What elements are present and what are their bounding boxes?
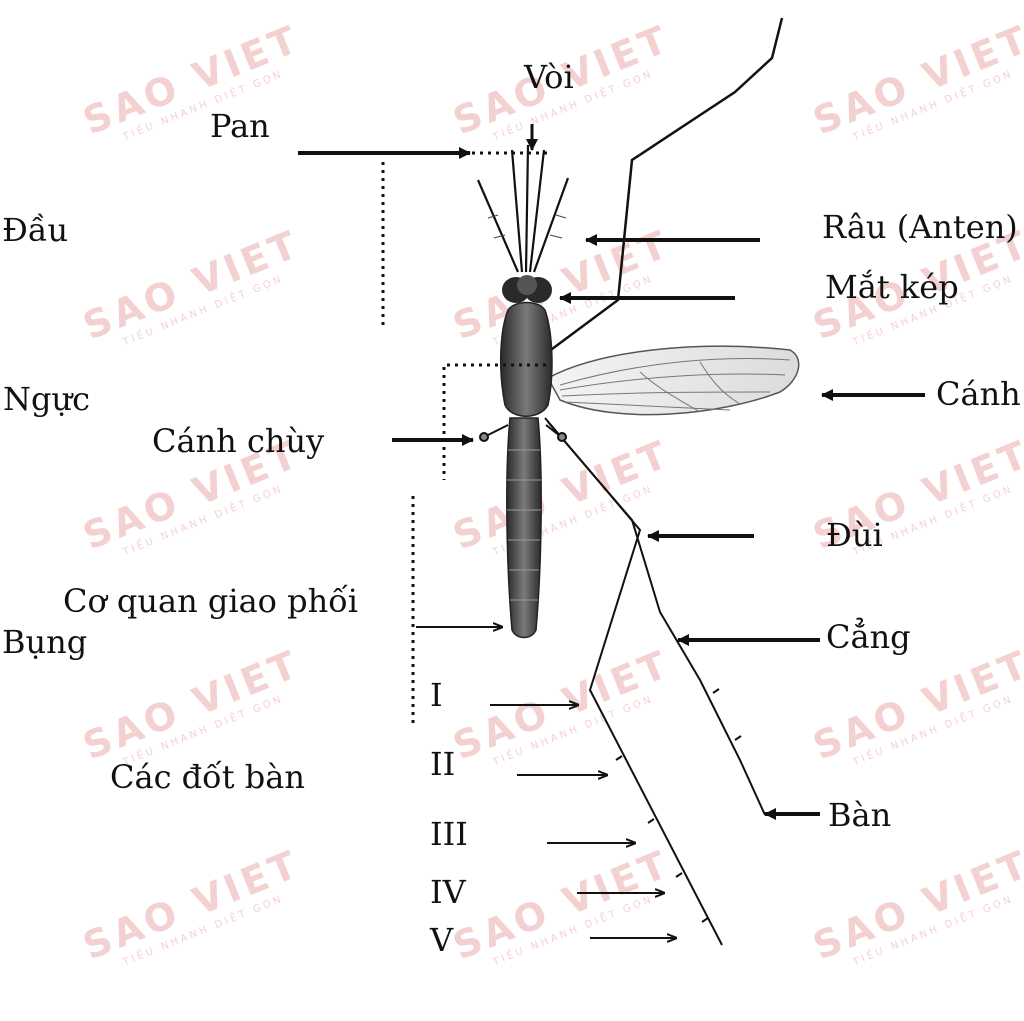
abdomen <box>506 417 542 639</box>
label-mat-kep: Mắt kép <box>825 268 959 306</box>
wing-veins <box>559 357 791 413</box>
label-bung: Bụng <box>2 623 87 661</box>
label-ban: Bàn <box>828 796 891 834</box>
label-co-quan-giao-phoi: Cơ quan giao phối <box>63 582 358 620</box>
label-cac-dot-ban: Các đốt bàn <box>110 758 305 796</box>
label-dau: Đầu <box>2 211 68 249</box>
antenna-hairs <box>487 214 567 239</box>
label-cang: Cẳng <box>826 617 911 656</box>
label-pan: Pan <box>210 107 270 145</box>
mouthparts <box>476 144 570 273</box>
label-canh: Cánh <box>936 375 1021 413</box>
label-dot-4: IV <box>430 873 467 911</box>
label-dot-5: V <box>429 921 454 959</box>
abdomen-segments <box>507 449 541 601</box>
thorax <box>499 301 553 417</box>
wing <box>546 345 800 416</box>
label-canh-chuy: Cánh chùy <box>152 422 324 460</box>
head <box>517 275 537 295</box>
hind-leg-2 <box>547 421 766 816</box>
label-dot-3: III <box>430 815 468 853</box>
label-nguc: Ngực <box>3 380 90 418</box>
label-dui: Đùi <box>826 516 883 554</box>
leg-joints <box>615 688 742 923</box>
mosquito-illustration <box>476 17 800 946</box>
pointer-arrows <box>298 124 925 938</box>
watermark-layer: SAO VIET TIẾU NHANH DIỆT GỌN SAO VIET TI… <box>77 16 1024 968</box>
labels: Vòi Pan Đầu Râu (Anten) Mắt kép Ngực Cán… <box>2 58 1021 959</box>
halteres <box>479 424 567 442</box>
label-voi: Vòi <box>523 58 574 96</box>
label-dot-2: II <box>430 745 455 783</box>
label-dot-1: I <box>430 676 443 714</box>
front-leg <box>539 17 784 360</box>
label-rau-anten: Râu (Anten) <box>822 208 1018 246</box>
